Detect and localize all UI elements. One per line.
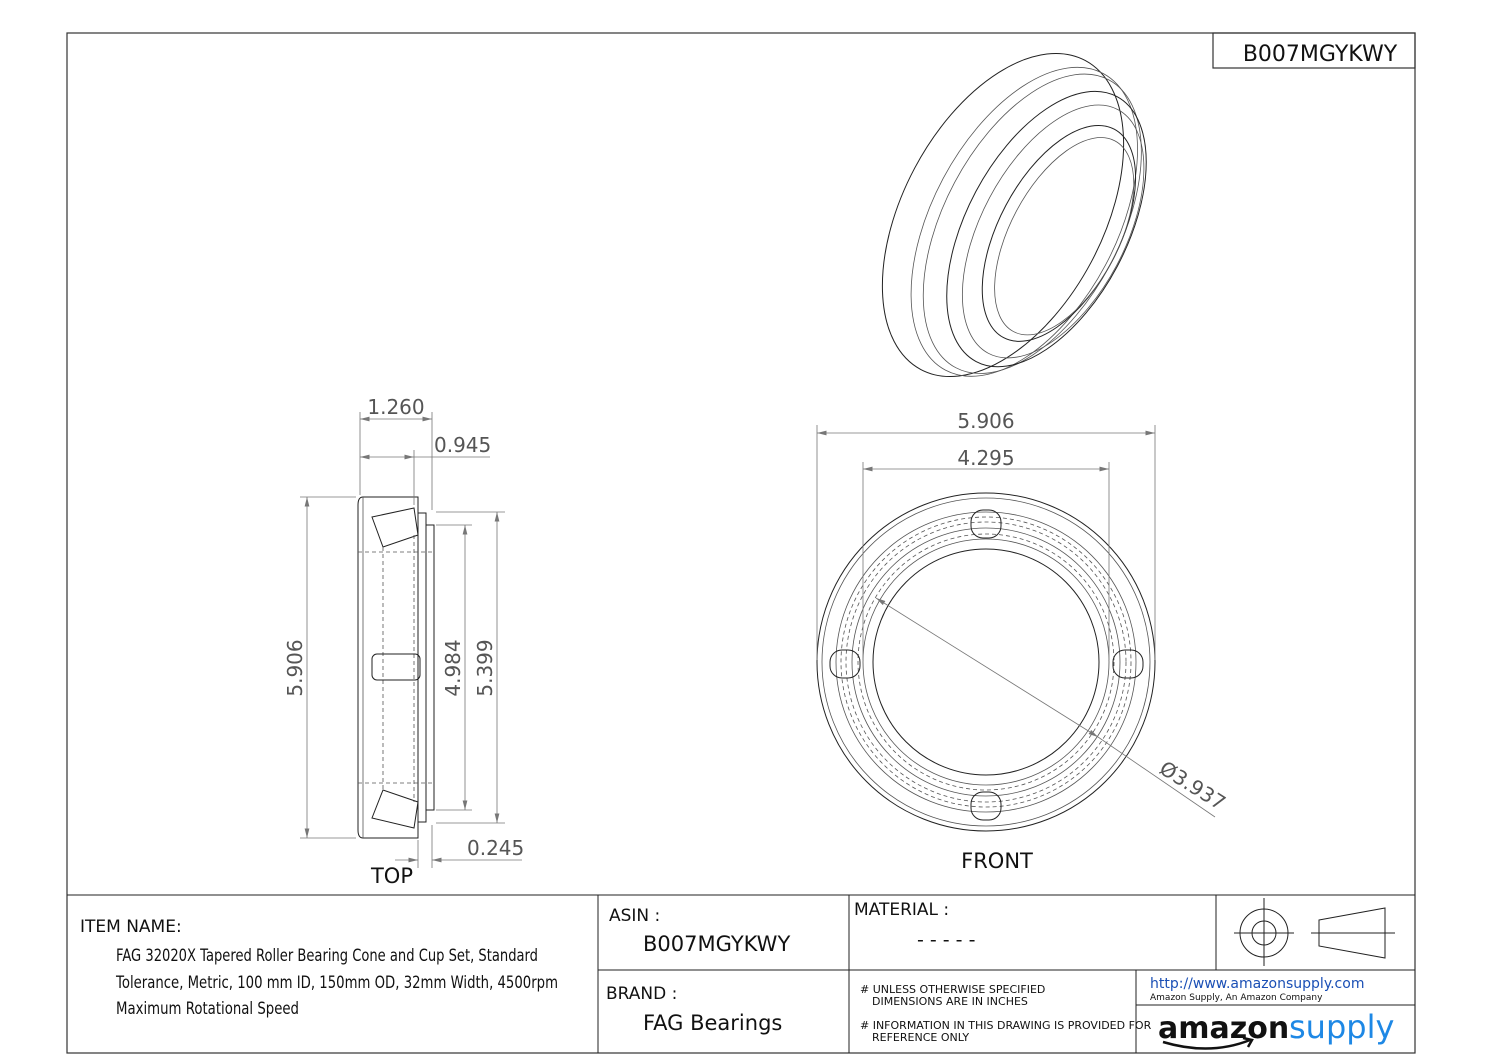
front-view-label: FRONT [961,849,1033,873]
roller-elements [829,509,1144,821]
sheet-border [66,32,1416,1054]
note-1-line-1: # UNLESS OTHERWISE SPECIFIED [860,983,1045,996]
item-name-label: ITEM NAME: [80,917,182,937]
dim-top-cone-width: 0.945 [434,433,491,457]
title-block: ITEM NAME: FAG 32020X Tapered Roller Bea… [67,894,1415,1053]
logo-amazon-text: amazon [1158,1011,1289,1046]
note-2-line-2: REFERENCE ONLY [872,1031,969,1044]
asin-value: B007MGYKWY [643,932,790,956]
dim-front-d: 4.295 [957,446,1014,470]
item-name-line-1: FAG 32020X Tapered Roller Bearing Cone a… [116,946,538,966]
front-view: 5.906 4.295 Ø3.937 FRONT [816,409,1230,873]
dim-top-od: 5.906 [283,639,307,696]
top-view-label: TOP [370,864,413,888]
asin-tag-box: B007MGYKWY [1212,32,1416,69]
asin-tag: B007MGYKWY [1243,42,1398,67]
isometric-view [881,53,1147,377]
item-name-line-2: Tolerance, Metric, 100 mm ID, 150mm OD, … [115,973,558,993]
dim-front-bore: Ø3.937 [1155,756,1230,815]
material-value: - - - - - [917,929,975,951]
note-1-line-2: DIMENSIONS ARE IN INCHES [872,995,1028,1008]
company-url-link[interactable]: http://www.amazonsupply.com [1150,976,1364,992]
dim-top-d1: 4.984 [441,639,465,696]
item-name-line-3: Maximum Rotational Speed [116,999,299,1019]
company-tagline: Amazon Supply, An Amazon Company [1150,993,1323,1003]
dim-top-width: 1.260 [367,395,424,419]
projection-symbol [1234,898,1395,966]
brand-label: BRAND : [606,984,677,1004]
asin-label: ASIN : [609,906,660,926]
amazon-supply-logo: amazon supply [1158,1008,1394,1050]
note-2-line-1: # INFORMATION IN THIS DRAWING IS PROVIDE… [860,1019,1152,1032]
logo-supply-text: supply [1289,1008,1394,1046]
top-view: 1.260 0.945 5.906 4.984 5.399 0.245 TOP [283,395,524,888]
dim-top-d2: 5.399 [473,639,497,696]
dim-top-offset: 0.245 [467,836,524,860]
material-label: MATERIAL : [854,900,949,920]
amazon-smile-icon [1162,1036,1254,1050]
dim-front-od: 5.906 [957,409,1014,433]
brand-value: FAG Bearings [643,1011,782,1035]
